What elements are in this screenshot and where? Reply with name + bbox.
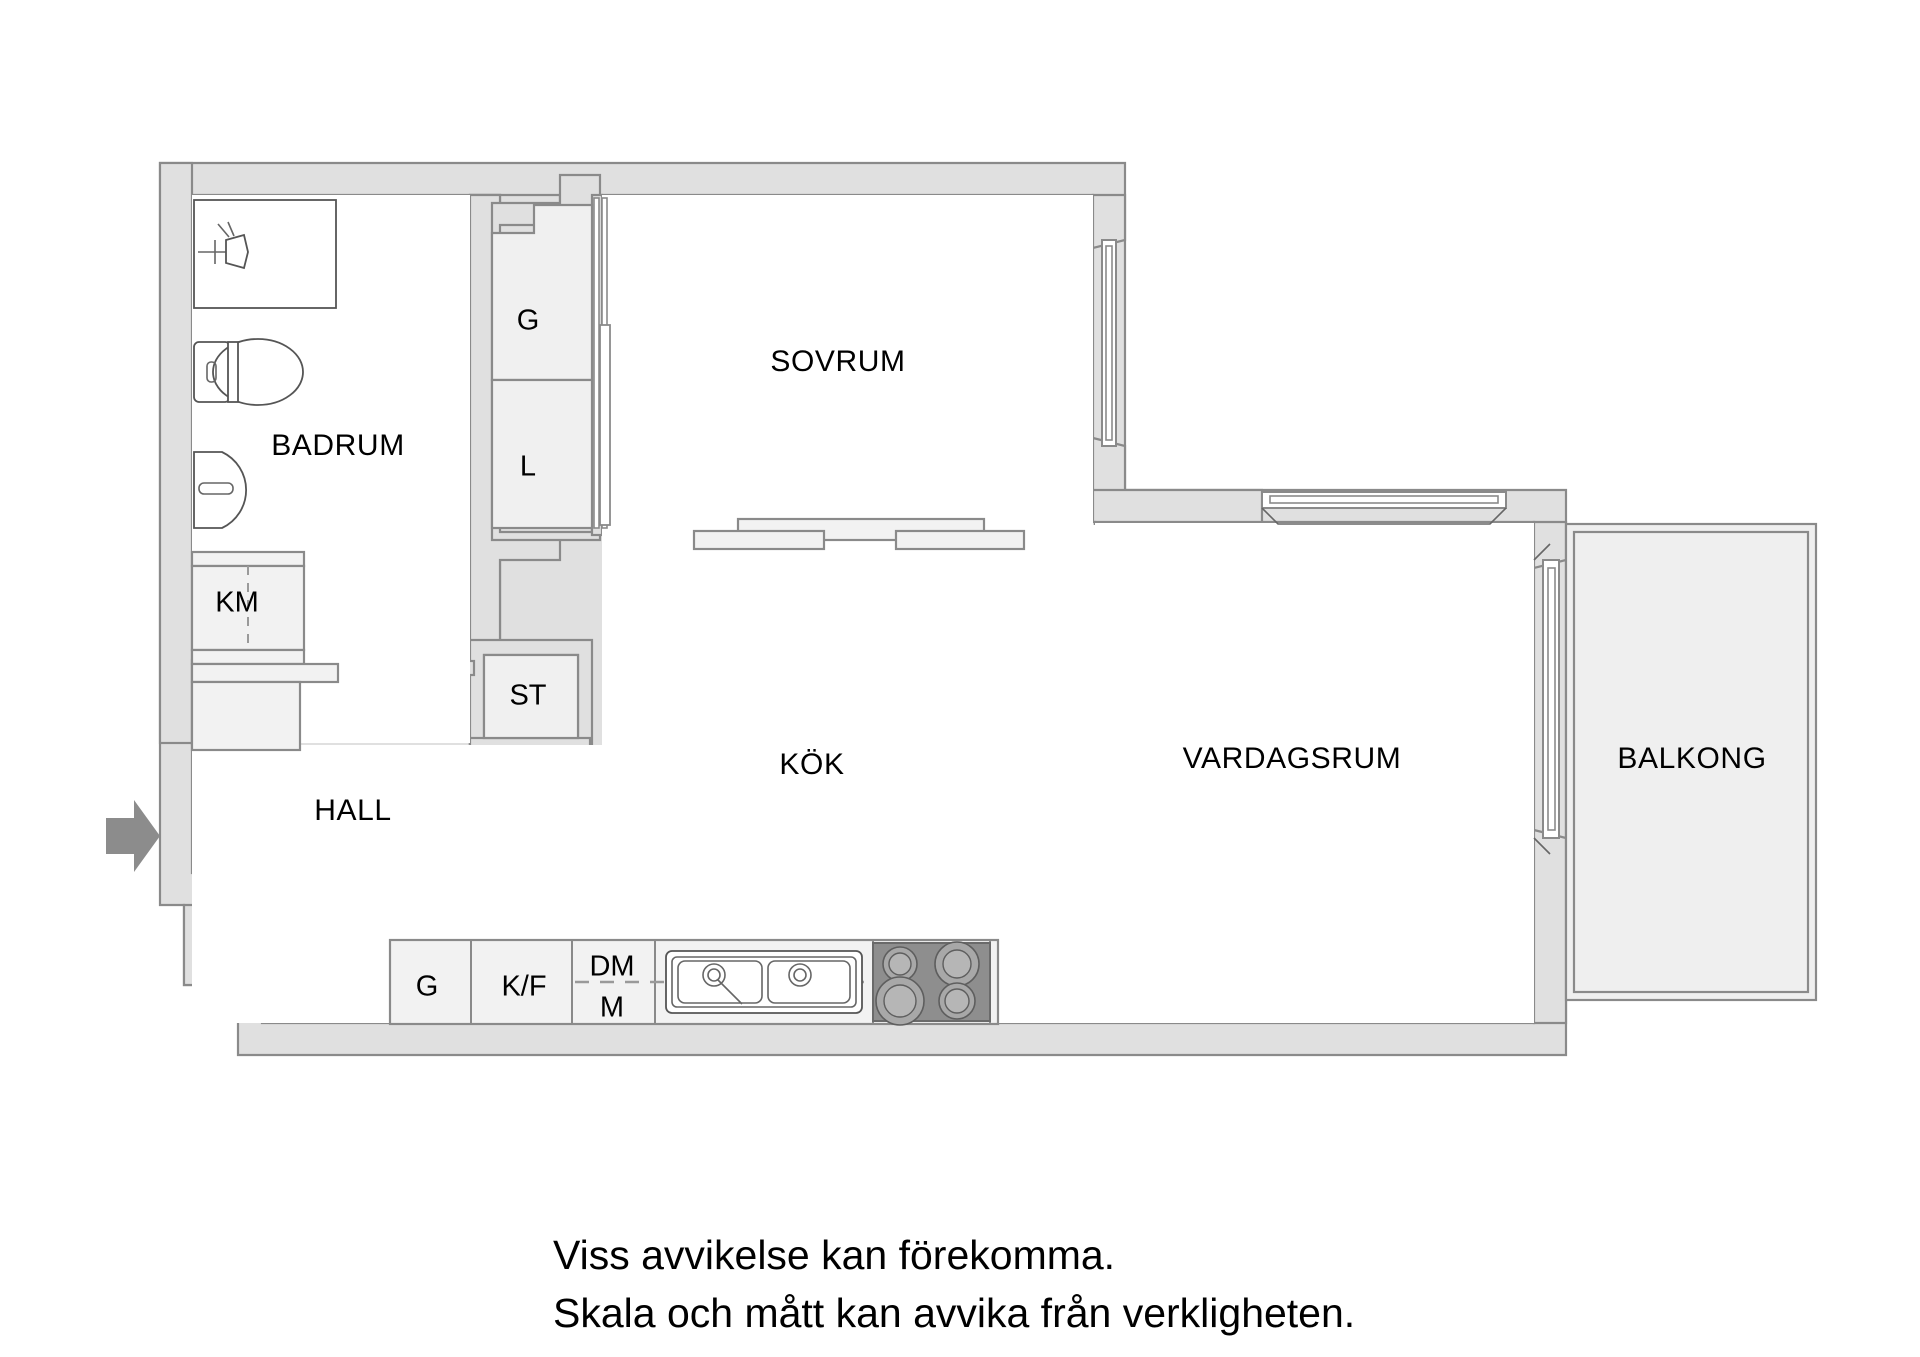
unit-label-km: KM	[215, 587, 259, 619]
floor-vardagsrum	[1095, 523, 1534, 1023]
room-label-balkong: BALKONG	[1617, 742, 1766, 775]
room-label-vardagsrum: VARDAGSRUM	[1183, 742, 1402, 775]
closet-units	[482, 203, 594, 740]
counter-label-m: M	[600, 992, 624, 1024]
closet-l-box	[490, 378, 594, 530]
divider-shelf-right	[894, 529, 1026, 551]
closet-st-box	[482, 653, 580, 740]
washbasin-icon	[193, 451, 248, 529]
wall-left-bathroom	[158, 161, 194, 745]
window-sovrum-right	[1101, 239, 1117, 447]
divider-shelf-left	[692, 529, 826, 551]
floor-sovrum	[602, 195, 1093, 525]
entrance-arrow-icon	[106, 800, 160, 872]
washing-machine-icon	[190, 550, 306, 666]
hall-shelf-top	[190, 662, 340, 684]
caption-line-1: Viss avvikelse kan förekomma.	[553, 1232, 1115, 1278]
room-labels: BADRUM SOVRUM KÖK HALL VARDAGSRUM BALKON…	[271, 345, 1766, 827]
floor-kok	[602, 525, 1095, 745]
balcony-door	[1533, 543, 1560, 855]
kitchen-counter-row	[388, 938, 1000, 1026]
caption-line-2: Skala och mått kan avvika från verklighe…	[553, 1290, 1355, 1336]
room-label-kok: KÖK	[779, 748, 844, 781]
counter-label-dm: DM	[589, 951, 634, 983]
doors-and-windows	[593, 197, 1560, 855]
unit-label-l: L	[520, 451, 536, 483]
cooktop-icon	[872, 941, 991, 1026]
wall-sovrum-bottom	[1091, 488, 1264, 524]
sliding-door-sovrum	[593, 197, 611, 529]
wall-vardagsrum-right-bottom	[1532, 828, 1568, 1025]
bathroom-fixtures	[190, 199, 340, 752]
room-label-badrum: BADRUM	[271, 429, 405, 462]
caption-block: Viss avvikelse kan förekomma. Skala och …	[553, 1232, 1355, 1336]
entrance-arrow	[106, 800, 160, 872]
shower-head-icon	[198, 240, 228, 264]
kitchen-sink-icon	[665, 950, 863, 1014]
hall-shelf-body	[190, 680, 302, 752]
shower-spray-icon	[217, 221, 235, 238]
window-vardagsrum-top	[1261, 491, 1507, 525]
counter-label-kf: K/F	[501, 971, 546, 1003]
storage-unit-labels: G L ST KM	[215, 305, 547, 712]
room-label-sovrum: SOVRUM	[770, 345, 905, 378]
toilet-icon	[193, 338, 304, 406]
counter-unit-labels: G K/F DM M	[416, 951, 635, 1024]
sovrum-kok-divider	[692, 517, 1026, 551]
balcony-area	[1564, 522, 1818, 1002]
unit-label-g-hall: G	[517, 305, 540, 337]
shower-head-cone-icon	[225, 233, 249, 270]
room-floors	[192, 195, 1534, 1023]
balcony-slab-inner	[1572, 530, 1810, 994]
unit-label-st: ST	[509, 680, 546, 712]
counter-label-g: G	[416, 971, 439, 1003]
shower-cubicle-icon	[193, 199, 337, 309]
room-label-hall: HALL	[314, 794, 391, 827]
